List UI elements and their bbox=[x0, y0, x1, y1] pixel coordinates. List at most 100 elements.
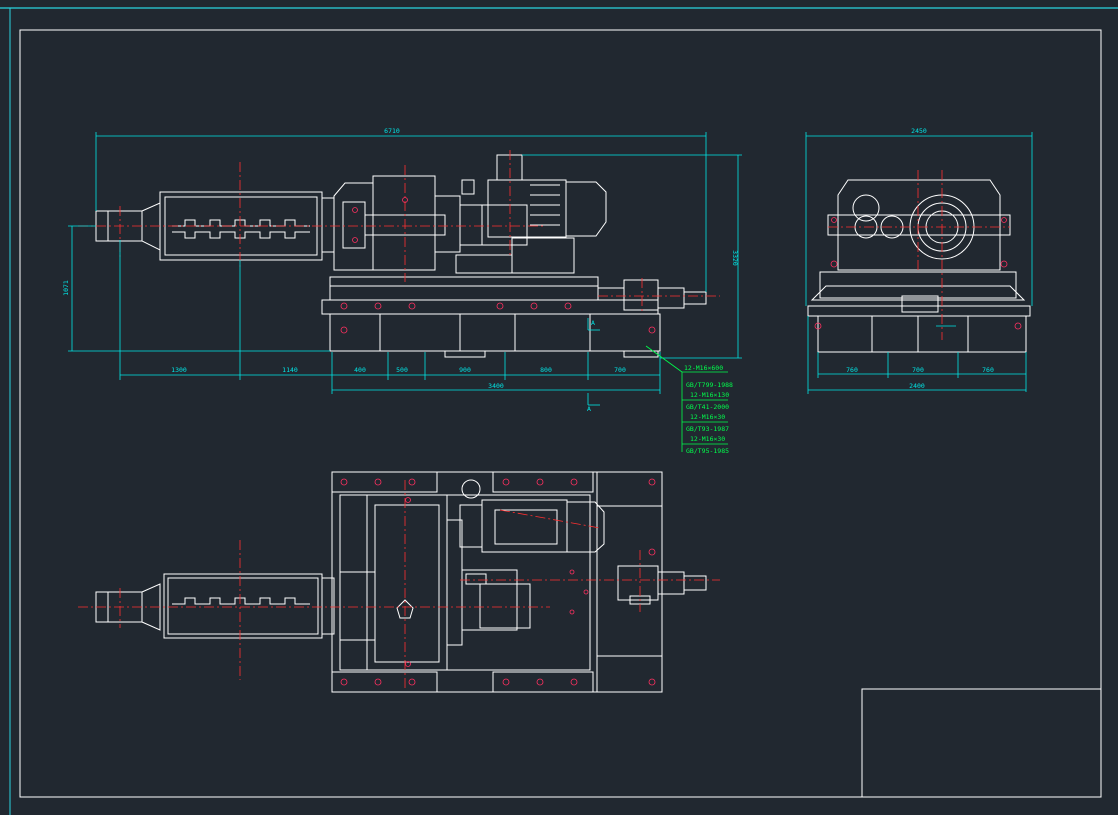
section-label-bottom: A bbox=[587, 405, 591, 413]
standard-text: GB/T41-2000 bbox=[686, 403, 729, 411]
dim-text-segment: 900 bbox=[459, 366, 471, 374]
top-view bbox=[95, 471, 707, 693]
bolt-hole bbox=[374, 678, 382, 686]
side-dimensions bbox=[805, 132, 1033, 394]
bolt-hole bbox=[570, 678, 578, 686]
standard-text: 12-M16×30 bbox=[690, 413, 725, 421]
shaft-support bbox=[597, 287, 625, 301]
bolt-hole bbox=[502, 678, 510, 686]
bolt-hole bbox=[1014, 322, 1022, 330]
bearing-pad bbox=[596, 505, 663, 657]
motor-adapter bbox=[481, 204, 528, 246]
bolt-hole bbox=[352, 237, 358, 243]
bolt-hole bbox=[402, 197, 408, 203]
dim-text-segment: 700 bbox=[912, 366, 924, 374]
output-shaft bbox=[657, 287, 685, 309]
bolt-hole bbox=[340, 678, 348, 686]
shaft-key bbox=[396, 599, 414, 619]
dim-text-segment: 1300 bbox=[171, 366, 187, 374]
gearbox-body bbox=[366, 494, 448, 671]
side-skirt bbox=[810, 285, 1026, 301]
bolt-hole bbox=[408, 678, 416, 686]
front-dimensions bbox=[68, 132, 742, 406]
dim-text-segment: 760 bbox=[982, 366, 994, 374]
coupling bbox=[459, 504, 483, 548]
dim-text-base-length: 3400 bbox=[488, 382, 504, 390]
anchor-foot bbox=[623, 350, 659, 358]
front-view bbox=[95, 154, 707, 358]
motor-stand bbox=[511, 237, 575, 274]
bearing-block bbox=[623, 279, 659, 311]
top-holes bbox=[340, 478, 656, 686]
foot-rail bbox=[331, 671, 438, 693]
barrel-flange bbox=[321, 577, 335, 635]
dim-text-segment: 760 bbox=[846, 366, 858, 374]
bolt-hole bbox=[583, 589, 589, 595]
gear-upper bbox=[852, 194, 880, 222]
bolt-hole bbox=[340, 326, 348, 334]
motor-fan-cover bbox=[566, 501, 605, 553]
dim-text-base-width: 2400 bbox=[909, 382, 925, 390]
screw-barrel bbox=[163, 573, 323, 639]
base-frame bbox=[329, 313, 661, 352]
screw-flight bbox=[172, 597, 310, 605]
standard-text: 12-M16×600 bbox=[684, 364, 723, 372]
bolt-hole bbox=[648, 478, 656, 486]
screw-barrel-inner bbox=[167, 577, 319, 635]
dim-text-top-width: 2450 bbox=[911, 127, 927, 135]
standard-text: GB/T93-1987 bbox=[686, 425, 729, 433]
foot-rail bbox=[492, 671, 594, 693]
screw-cone bbox=[141, 202, 161, 251]
dim-text-overall-length: 6710 bbox=[384, 127, 400, 135]
front-centerlines bbox=[78, 150, 720, 312]
side-view bbox=[807, 179, 1031, 353]
dim-text-segment: 800 bbox=[540, 366, 552, 374]
dim-text-segment: 1140 bbox=[282, 366, 298, 374]
bolt-hole bbox=[814, 322, 822, 330]
bolt-hole bbox=[502, 478, 510, 486]
motor-mount bbox=[455, 254, 513, 274]
side-frame bbox=[819, 271, 1017, 299]
side-centerlines bbox=[828, 170, 1010, 340]
gearbox-main bbox=[372, 175, 436, 271]
bolt-hole bbox=[830, 260, 838, 268]
bolt-hole bbox=[340, 302, 348, 310]
dim-text-left-height: 1071 bbox=[62, 280, 70, 296]
side-dim-texts: 2450 760 700 760 2400 bbox=[846, 127, 994, 390]
lifting-eye bbox=[461, 479, 481, 499]
bolt-hole bbox=[405, 661, 411, 667]
coupling-hub bbox=[459, 204, 483, 246]
bolt-hole bbox=[569, 569, 575, 575]
bolt-hole bbox=[1001, 217, 1007, 223]
bolt-hole bbox=[831, 217, 837, 223]
bolt-hole bbox=[564, 302, 572, 310]
gearbox-bearing bbox=[342, 201, 366, 249]
shaft-end bbox=[683, 291, 707, 305]
barrel-flange bbox=[321, 197, 335, 253]
bolt-hole bbox=[408, 478, 416, 486]
gearbox-bearing bbox=[339, 571, 376, 641]
bolt-hole bbox=[340, 478, 348, 486]
bolt-hole bbox=[530, 302, 538, 310]
title-block bbox=[861, 688, 1102, 798]
output-bearing bbox=[617, 565, 659, 601]
standard-text: 12-M16×130 bbox=[690, 391, 729, 399]
pump-body bbox=[479, 583, 531, 629]
bolt-hole bbox=[352, 207, 358, 213]
base-plate bbox=[321, 299, 659, 315]
side-base-plate bbox=[807, 305, 1031, 317]
bolt-hole bbox=[374, 302, 382, 310]
top-centerlines bbox=[78, 480, 720, 690]
bolt-hole bbox=[648, 548, 656, 556]
frame-inner bbox=[339, 494, 591, 671]
motor-fan-cover bbox=[565, 181, 607, 237]
shaft-end bbox=[683, 575, 707, 591]
foot-rail bbox=[492, 471, 594, 493]
bolt-hole bbox=[648, 326, 656, 334]
oil-cap bbox=[461, 179, 475, 195]
front-dim-texts: 6710 3320 1071 1300 1140 400 500 900 800… bbox=[62, 127, 739, 413]
bolt-hole bbox=[569, 609, 575, 615]
bolt-hole bbox=[536, 678, 544, 686]
